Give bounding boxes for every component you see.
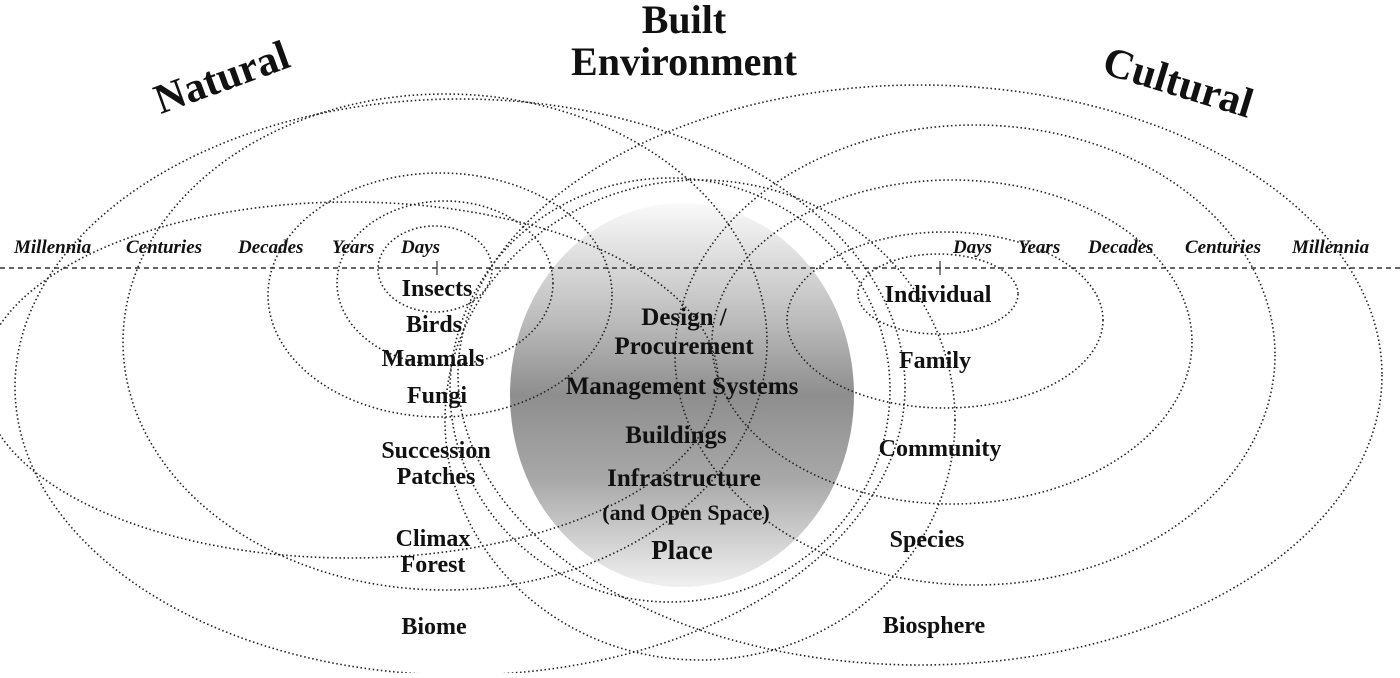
natural-label-insects: Insects: [402, 276, 473, 302]
natural-scale-centuries: Centuries: [126, 237, 202, 258]
natural-ring-years: [336, 200, 554, 366]
cultural-scale-years: Years: [1018, 237, 1060, 258]
natural-label-fungi: Fungi: [407, 383, 467, 409]
cultural-ring-days: [857, 253, 1019, 335]
cultural-label-species: Species: [890, 527, 965, 553]
natural-label-mammals: Mammals: [382, 346, 485, 372]
natural-labels: Insects Birds Mammals Fungi Succession P…: [381, 276, 490, 640]
built-label-infrastructure: Infrastructure: [607, 465, 761, 492]
natural-ring-centuries: [122, 93, 768, 591]
cultural-label-family: Family: [899, 348, 971, 374]
cultural-labels: Individual Family Community Species Bios…: [879, 282, 1002, 639]
built-label-procurement: Procurement: [614, 333, 754, 360]
built-label-place: Place: [651, 535, 712, 565]
cultural-label-individual: Individual: [885, 282, 992, 308]
natural-label-forest: Forest: [401, 552, 466, 578]
natural-ring-outer: [0, 201, 719, 559]
natural-scale: Millennia Centuries Decades Years Days: [13, 237, 440, 258]
built-label-open-space: (and Open Space): [602, 500, 769, 525]
natural-label-birds: Birds: [406, 312, 462, 338]
built-labels: Design / Procurement Management Systems …: [566, 304, 799, 565]
natural-scale-days: Days: [400, 237, 440, 258]
cultural-scale-decades: Decades: [1087, 237, 1153, 258]
built-ring-inner: [449, 177, 891, 603]
built-environment-title-line1: Built: [642, 0, 727, 42]
cultural-label-biosphere: Biosphere: [883, 613, 986, 639]
cultural-scale-millennia: Millennia: [1291, 237, 1370, 258]
natural-label-patches: Patches: [397, 464, 476, 490]
natural-label-biome: Biome: [401, 614, 467, 640]
natural-ring-days: [377, 225, 493, 313]
natural-label-climax: Climax: [396, 526, 471, 552]
natural-scale-years: Years: [332, 237, 374, 258]
natural-label-succession: Succession: [381, 438, 490, 464]
natural-ring-decades: [267, 172, 613, 418]
cultural-scale: Days Years Decades Centuries Millennia: [952, 237, 1370, 258]
cultural-scale-days: Days: [952, 237, 992, 258]
cultural-rings: [457, 84, 1383, 666]
built-label-design: Design /: [641, 304, 727, 331]
built-environment-title-line2: Environment: [571, 39, 798, 84]
cultural-ring-decades: [711, 179, 1193, 505]
cultural-ring-centuries: [674, 124, 1276, 586]
built-label-buildings: Buildings: [625, 422, 727, 449]
cultural-ring-years: [786, 231, 1104, 409]
built-label-management: Management Systems: [566, 373, 799, 400]
natural-rings: [0, 93, 906, 676]
cultural-ring-millennia: [457, 84, 1383, 666]
natural-scale-decades: Decades: [237, 237, 303, 258]
built-environment-lens: [510, 203, 854, 587]
cultural-title: Cultural: [1098, 38, 1259, 127]
natural-title: Natural: [148, 32, 295, 123]
cultural-label-community: Community: [879, 436, 1002, 462]
natural-ring-millennia: [14, 98, 906, 676]
natural-scale-millennia: Millennia: [13, 237, 92, 258]
cultural-scale-centuries: Centuries: [1185, 237, 1261, 258]
built-rings: [444, 177, 956, 661]
built-ring-mid: [444, 179, 956, 661]
